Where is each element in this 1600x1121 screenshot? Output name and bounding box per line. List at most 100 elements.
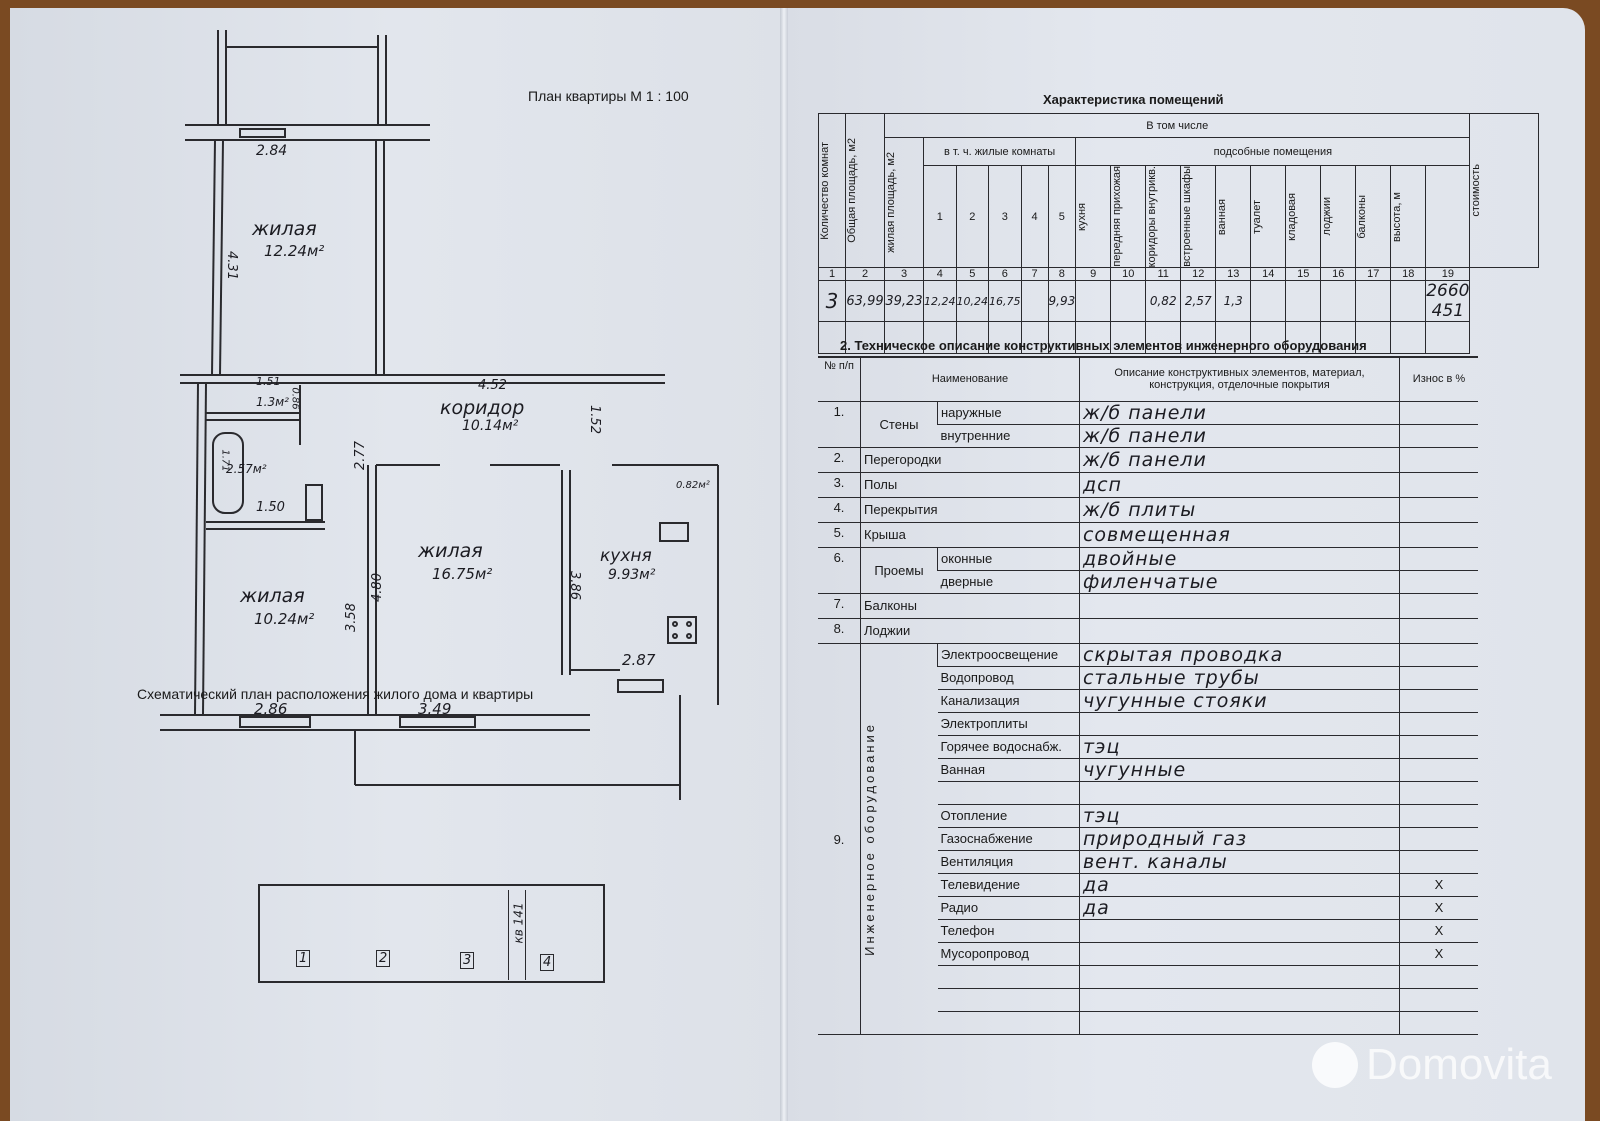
row-name: Электроосвещение [937,643,1080,667]
tech-row: 7. Балконы [818,593,1478,619]
row-value: чугунные [1078,758,1400,782]
row-value: вент. каналы [1078,850,1400,874]
col-number: 10 [1110,267,1147,282]
col-header: 4 [1020,164,1049,269]
room-dim: 2.86 [254,700,288,718]
row-name [937,1011,1080,1035]
row-wear [1399,666,1478,690]
row-name: Полы [860,472,1080,498]
room-dim: 1.50 [256,500,285,515]
row-value: тэц [1078,735,1400,759]
cell [1355,280,1392,323]
row-wear [1399,547,1478,571]
col-number: 17 [1355,267,1392,282]
row-wear: Х [1399,896,1478,920]
cell [1075,280,1112,323]
col-header: кладовая [1286,192,1299,241]
row-name: Газоснабжение [937,827,1080,851]
room-label: жилая [418,540,483,562]
tech-row: 2. Перегородки ж/б панели [818,447,1478,473]
plan-title: План квартиры М 1 : 100 [528,88,689,104]
cell: 1,3 [1215,280,1252,323]
room-dim: 4.31 [223,251,239,280]
row-name: Мусоропровод [937,942,1080,966]
col-header: 3 [988,164,1022,269]
row-value: стальные трубы [1078,666,1400,690]
row-value [1078,712,1400,736]
equipment-row [818,781,1478,805]
col-header: Описание конструктивных элементов, матер… [1078,357,1400,402]
apartment-label: кв 141 [511,902,526,944]
row-wear [1399,804,1478,828]
row-wear [1399,593,1478,619]
row-value: совмещенная [1078,522,1400,548]
col-number: 2 [845,267,885,282]
row-value [1078,593,1400,619]
row-name: внутренние [937,424,1080,448]
cell: 2,57 [1180,280,1217,323]
row-wear [1399,522,1478,548]
row-wear [1399,472,1478,498]
col-header: Износ в % [1399,357,1478,402]
watermark: Domovita [1312,1040,1552,1090]
row-value: двойные [1078,547,1400,571]
room-area: 9.93м² [608,567,656,583]
equipment-row: 9. Инженерное оборудование Электроосвеще… [818,643,1478,1035]
room-area: 12.24м² [264,242,325,260]
tech-row: 1. Стены наружные ж/б панели [818,401,1478,448]
room-dim: 2.84 [256,143,288,159]
row-value: ж/б плиты [1078,497,1400,523]
row-name [937,988,1080,1012]
col-number: 8 [1047,267,1077,282]
left-page [10,8,785,1121]
cell [1320,280,1357,323]
cell: 39,23 [884,280,924,323]
row-value [1078,965,1400,989]
row-group: Стены [860,401,938,448]
row-value: дсп [1078,472,1400,498]
row-value: ж/б панели [1078,447,1400,473]
room-dim: 2.77 [352,441,368,470]
cost-cell: 2660 451 [1425,280,1471,323]
room-area: 16.75м² [432,565,493,583]
row-value: да [1078,873,1400,897]
row-wear [1399,781,1478,805]
col-header: коридоры внутрикв. [1146,166,1159,268]
room-dim: 0.86 [289,387,301,410]
cell: 3 [818,280,846,323]
col-header: 1 [923,164,957,269]
col-header: высота, м [1391,191,1404,242]
col-header: Наименование [860,357,1080,402]
row-num: 6. [818,547,861,594]
row-wear [1399,570,1478,594]
row-wear [1399,643,1478,667]
row-value [1078,618,1400,644]
col-header: жилая площадь, м2 [885,152,897,254]
room-label: коридор [440,397,525,419]
row-wear [1399,988,1478,1012]
column-numbers-row: 1 2 3 4 5 6 7 8 9 10 11 12 13 14 15 16 1… [818,267,1539,282]
row-name [937,965,1080,989]
row-num: 5. [818,522,861,548]
room-dim: 1.52 [586,405,602,434]
row-num: 1. [818,401,861,448]
entrance-label: 1 [296,950,311,967]
equipment-row [818,1011,1478,1035]
tech-row: внутренние ж/б панели [818,424,1478,448]
row-wear [1399,689,1478,713]
col-header: ванная [1216,198,1229,235]
row-name: дверные [937,570,1080,594]
row-name: Телефон [937,919,1080,943]
row-value [1078,988,1400,1012]
row-name: Лоджии [860,618,1080,644]
row-wear: Х [1399,919,1478,943]
row-wear [1399,850,1478,874]
col-header: стоимость [1470,164,1483,217]
room-dim: 4.80 [369,573,385,602]
building-schematic: 1 2 3 кв 141 4 [258,884,605,983]
